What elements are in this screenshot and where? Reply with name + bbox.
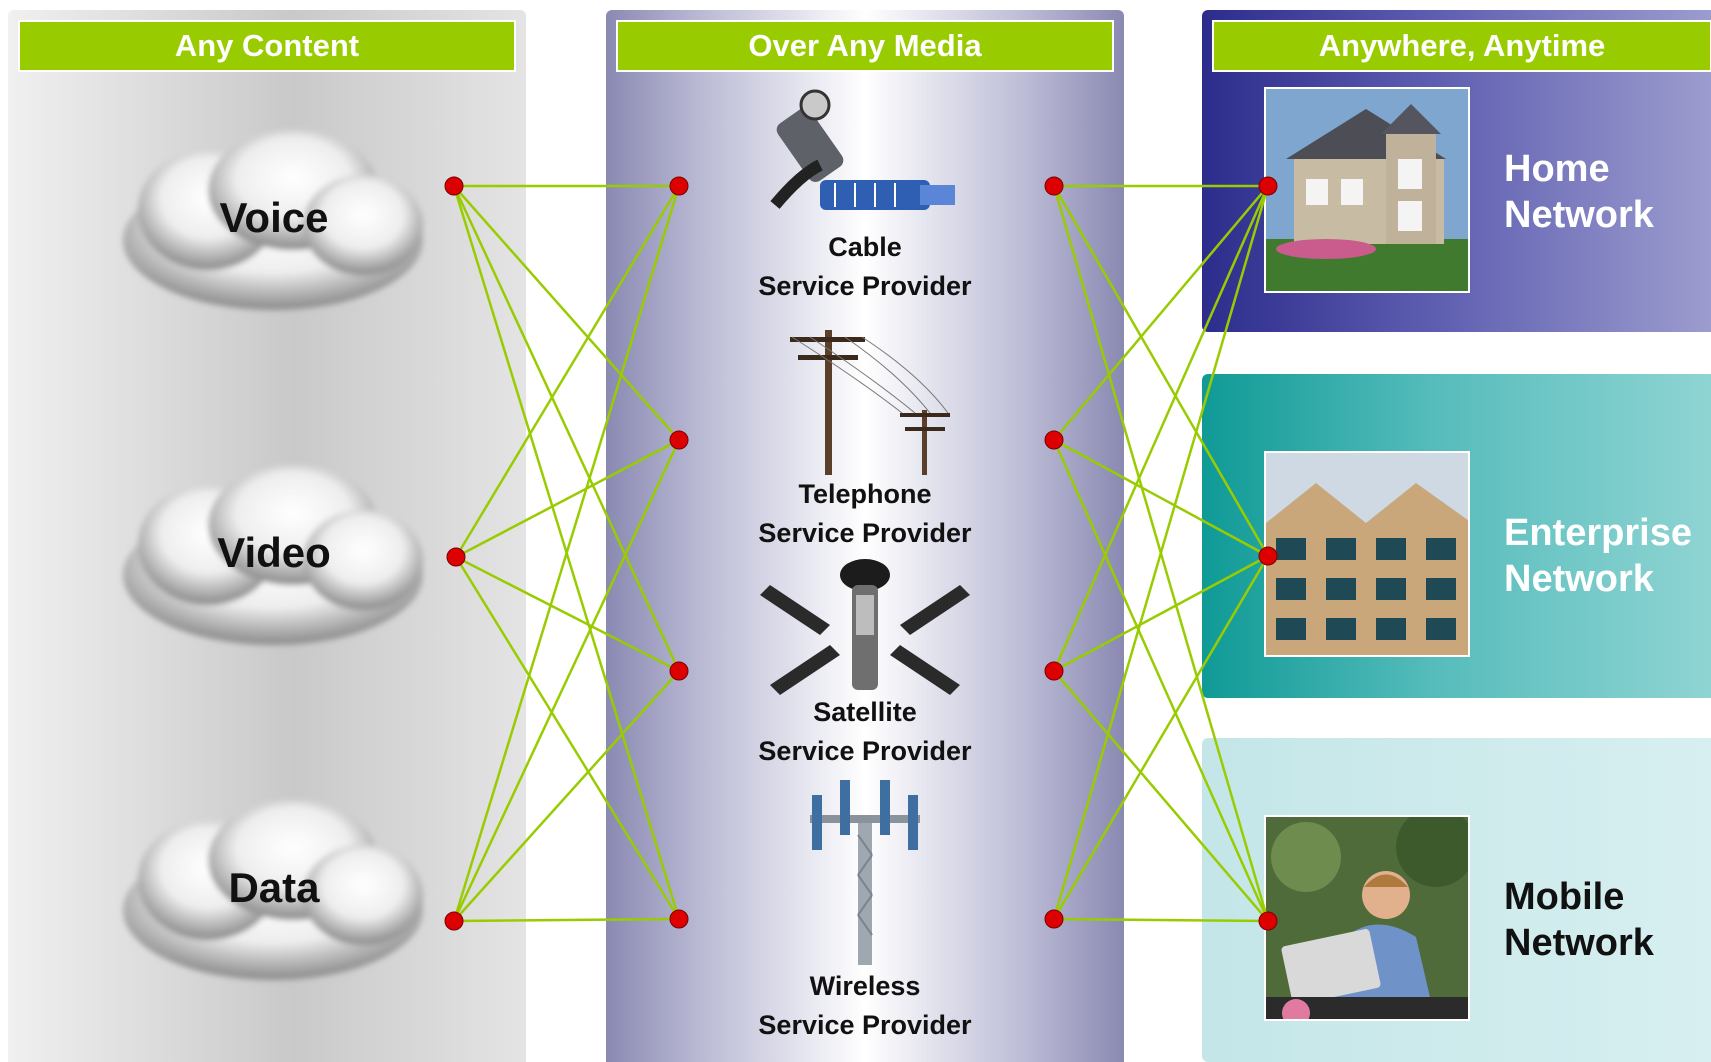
cell-tower-icon [810,780,920,965]
office-building-photo [1264,451,1470,657]
enterprise-network-line2: Network [1504,558,1654,600]
provider-satellite-label: Satellite Service Provider [606,693,1124,771]
mobile-network-line2: Network [1504,922,1654,964]
data-cloud: Data [113,790,435,1000]
video-label: Video [217,529,331,576]
provider-telephone-line2: Service Provider [758,518,972,548]
header-over-any-media: Over Any Media [616,20,1114,72]
satellite-icon [760,559,970,695]
enterprise-network-line1: Enterprise [1504,512,1692,554]
header-any-content: Any Content [18,20,516,72]
cloud-icon [123,130,423,310]
mobile-network-line1: Mobile [1504,876,1625,918]
data-label: Data [228,864,320,911]
provider-cable-line2: Service Provider [758,271,972,301]
mobile-worker-photo [1264,815,1470,1021]
provider-cable-label: Cable Service Provider [606,228,1124,306]
house-photo [1264,87,1470,293]
voice-label: Voice [219,194,329,241]
provider-telephone-label: Telephone Service Provider [606,475,1124,553]
cloud-icon [123,465,423,645]
video-cloud: Video [113,455,435,665]
home-network-line1: Home [1504,148,1610,190]
cable-connector-icon [770,89,955,210]
header-anywhere-anytime: Anywhere, Anytime [1212,20,1711,72]
provider-wireless-line2: Service Provider [758,1010,972,1040]
provider-wireless-line1: Wireless [809,971,921,1001]
provider-satellite-line1: Satellite [813,697,917,727]
telephone-pole-icon [790,330,950,475]
provider-telephone-line1: Telephone [798,479,932,509]
provider-cable-line1: Cable [828,232,902,262]
home-network-line2: Network [1504,194,1654,236]
voice-cloud: Voice [113,120,435,330]
provider-satellite-line2: Service Provider [758,736,972,766]
provider-wireless-label: Wireless Service Provider [606,967,1124,1045]
cloud-icon [123,800,423,980]
